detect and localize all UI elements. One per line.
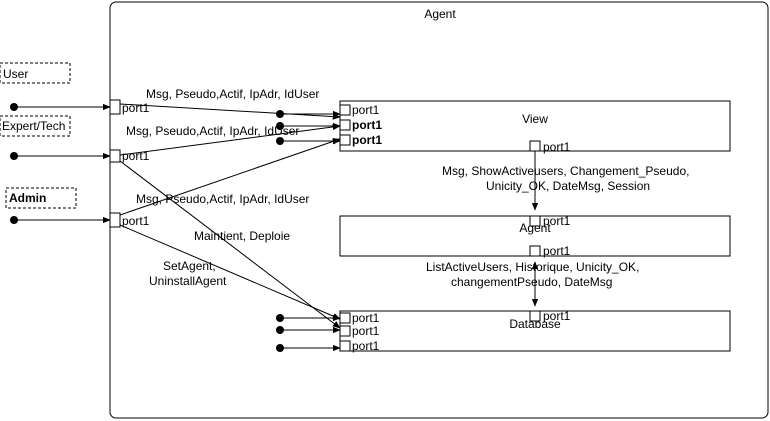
agent-port-top-label: port1 <box>543 214 571 228</box>
view-port-1 <box>339 104 351 116</box>
admin-port-to-view <box>119 138 341 216</box>
edge-label-expert-msg: Msg, Pseudo,Actif, IpAdr, IdUser <box>126 124 299 138</box>
expert-port-to-view <box>119 123 341 156</box>
edge-label-maintain: Maintient, Deploie <box>194 229 290 243</box>
expert-actor-label: Expert/Tech <box>2 119 65 133</box>
user-port-to-view <box>119 103 341 120</box>
expert-actor-box <box>0 115 71 137</box>
outer-port-user-label: port1 <box>122 101 150 115</box>
agent-port-top <box>529 215 541 227</box>
db-port-2 <box>339 325 351 337</box>
outer-port-admin <box>109 212 121 228</box>
agent-label: Agent <box>519 221 551 235</box>
edge-label-setagent-2: UninstallAgent <box>149 274 227 288</box>
outer-port-expert <box>109 149 121 163</box>
db-port-3-label: port1 <box>352 339 380 353</box>
user-actor-box <box>0 62 71 84</box>
edge-label-admin-msg: Msg, Pseudo,Actif, IpAdr, IdUser <box>136 192 309 206</box>
view-port-3 <box>339 134 351 146</box>
edge-label-view-agent-2: Unicity_OK, DateMsg, Session <box>486 179 650 193</box>
edge-label-agent-db-2: changementPseudo, DateMsg <box>451 275 612 289</box>
db-port-1-label: port1 <box>352 311 380 325</box>
edge-label-user-msg: Msg, Pseudo,Actif, IpAdr, IdUser <box>146 87 319 101</box>
edge-label-agent-db-1: ListActiveUsers, Historique, Unicity_OK, <box>426 260 639 274</box>
admin-port-to-db <box>119 224 341 320</box>
admin-actor-label: Admin <box>9 191 46 205</box>
user-actor-label: User <box>3 67 28 81</box>
outer-agent-title: Agent <box>424 7 456 21</box>
db-port-3 <box>339 340 351 352</box>
view-port-3-label: port1 <box>352 133 382 147</box>
agent-port-bottom <box>529 245 541 257</box>
db-port-top <box>529 310 541 322</box>
db-port-2-label: port1 <box>352 324 380 338</box>
outer-port-admin-label: port1 <box>122 214 150 228</box>
admin-actor-box <box>5 187 77 209</box>
db-port-top-label: port1 <box>543 309 571 323</box>
expert-port-to-db <box>119 160 341 329</box>
outer-port-user <box>109 99 121 115</box>
view-port-bottom <box>529 140 541 152</box>
view-label: View <box>522 112 548 126</box>
agent-port-bottom-label: port1 <box>543 244 571 258</box>
outer-agent-box <box>109 1 769 419</box>
edge-label-view-agent-1: Msg, ShowActiveusers, Changement_Pseudo, <box>442 164 689 178</box>
view-port-2 <box>339 119 351 131</box>
db-port-1 <box>339 312 351 324</box>
view-port-2-label: port1 <box>352 118 382 132</box>
view-port-bottom-label: port1 <box>543 140 571 154</box>
view-port-1-label: port1 <box>352 103 380 117</box>
edge-label-setagent-1: SetAgent, <box>163 259 216 273</box>
database-label: Database <box>509 317 561 331</box>
outer-port-expert-label: port1 <box>122 149 150 163</box>
